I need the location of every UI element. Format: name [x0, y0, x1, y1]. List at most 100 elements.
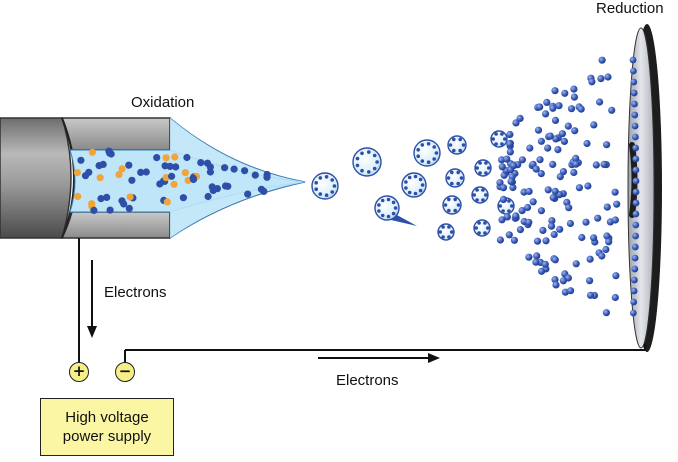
gas-phase-ion [499, 195, 508, 203]
gas-phase-ion [498, 163, 506, 171]
positive-ion [142, 168, 150, 176]
gas-phase-ion [518, 207, 526, 215]
positive-ion [251, 171, 259, 179]
positive-ion [204, 192, 212, 201]
gas-phase-ion [518, 156, 527, 164]
charged-droplet [413, 139, 441, 167]
negative-ion [162, 174, 170, 182]
charged-droplet [374, 195, 417, 226]
gas-phase-ion [543, 98, 551, 106]
gas-phase-ion [549, 194, 557, 202]
positive-ion [153, 154, 161, 162]
high-voltage-power-supply: High voltage power supply [40, 398, 174, 456]
gas-phase-ion [542, 110, 550, 118]
positive-ion [118, 197, 126, 205]
gas-phase-ion [524, 203, 532, 212]
gas-phase-ion [525, 187, 533, 195]
charged-droplet [473, 219, 491, 237]
plate-ion [631, 276, 638, 284]
power-supply-line-1: High voltage [65, 409, 149, 426]
gas-phase-ion [596, 98, 604, 106]
electrons-label-vertical: Electrons [104, 284, 167, 301]
plate-ion [632, 221, 640, 229]
gas-phase-ion [539, 226, 547, 234]
gas-phase-ion [597, 75, 605, 83]
gas-phase-ion [551, 187, 559, 195]
negative-ion [162, 154, 170, 162]
gas-phase-ion [570, 85, 578, 93]
positive-ion [97, 195, 105, 203]
gas-phase-ion [603, 203, 611, 211]
gas-phase-ion [564, 122, 572, 130]
reduced-ions-on-plate [629, 56, 640, 317]
gas-phase-ion [551, 87, 559, 95]
negative-ion [126, 193, 134, 201]
positive-ion [137, 168, 145, 176]
positive-ion [183, 153, 191, 162]
gas-phase-ion [533, 237, 542, 245]
gas-phase-ion [613, 200, 621, 208]
gas-phase-ion [584, 182, 592, 190]
gas-phase-ion [604, 73, 612, 81]
positive-ion [197, 159, 205, 167]
gas-phase-ion [603, 141, 611, 149]
positive-ion [244, 190, 252, 198]
gas-phase-ion [590, 121, 598, 129]
plate-ion [632, 232, 639, 240]
gas-phase-ion [567, 105, 576, 113]
charged-droplet [474, 159, 492, 177]
gas-phase-ion [525, 253, 533, 261]
gas-phase-ion [506, 140, 514, 148]
plate-ion [629, 56, 637, 64]
positive-ion [263, 173, 271, 181]
gas-phase-ion [600, 160, 608, 168]
charged-droplet [311, 172, 339, 200]
negative-ion [163, 198, 171, 206]
gas-phase-ion [556, 173, 564, 181]
charged-droplet [352, 147, 382, 177]
plate-ion [631, 100, 638, 108]
gas-phase-ion [532, 258, 540, 266]
gas-phase-ion [538, 267, 546, 275]
gas-phase-ion [602, 245, 610, 254]
negative-ion [96, 174, 104, 182]
positive-ion [125, 161, 133, 169]
positive-ion [90, 206, 98, 214]
charged-droplet [445, 168, 465, 188]
negative-terminal: − [115, 362, 135, 382]
plate-ion [630, 287, 638, 295]
gas-phase-ion [503, 155, 511, 163]
gas-phase-ion [544, 144, 552, 152]
gas-phase-ion [509, 162, 518, 170]
gas-phase-ion [559, 277, 568, 285]
gas-phase-ion [537, 170, 545, 178]
gas-phase-ion [552, 135, 560, 143]
gas-phase-ion [549, 160, 557, 168]
electrons-label-horizontal: Electrons [336, 372, 399, 389]
charged-droplet [442, 195, 462, 215]
capillary [0, 117, 171, 239]
gas-phase-ion [532, 165, 540, 173]
plate-ion [631, 122, 639, 130]
plate-ion [630, 78, 638, 86]
gas-phase-ion [571, 127, 579, 135]
gas-phase-ion [499, 184, 508, 192]
gas-phase-ion [608, 106, 616, 114]
gas-phase-ion [586, 291, 595, 299]
gas-phase-ion [509, 183, 517, 192]
negative-ion [115, 171, 123, 179]
charged-droplet [471, 186, 489, 204]
gas-phase-ion [536, 156, 544, 164]
gas-phase-ion [586, 277, 594, 285]
gas-phase-ion [547, 222, 556, 230]
gas-phase-ion [533, 252, 541, 260]
positive-ion [77, 156, 85, 164]
gas-phase-ion [575, 184, 584, 192]
gas-phase-ion [566, 219, 575, 228]
gas-phase-ion [512, 212, 520, 220]
reduction-label: Reduction [596, 0, 664, 17]
gas-phase-ion [603, 232, 611, 240]
gas-phase-ion [582, 218, 590, 226]
negative-ion [73, 169, 81, 177]
